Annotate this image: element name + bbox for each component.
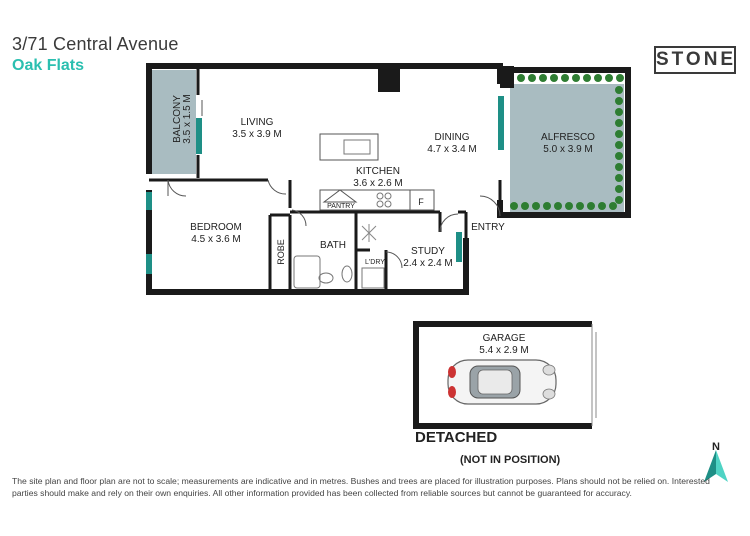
entry-label: ENTRY (471, 222, 505, 233)
balcony-label: BALCONY (172, 95, 183, 143)
sink-icon (343, 139, 371, 155)
property-suburb: Oak Flats (12, 57, 85, 74)
detached-label: DETACHED (415, 429, 498, 446)
laundry-tub-icon (361, 267, 385, 289)
pantry-label: PANTRY (327, 203, 355, 210)
hedge-bushes (510, 74, 624, 210)
alfresco-area (510, 84, 624, 212)
bedroom-label: BEDROOM (190, 222, 242, 233)
balcony-size: 3.5 x 1.5 M (182, 94, 193, 143)
study-size: 2.4 x 2.4 M (403, 258, 452, 269)
living-size: 3.5 x 3.9 M (232, 129, 281, 140)
dining-label: DINING (435, 132, 470, 143)
cooktop-icon (376, 192, 392, 208)
agency-logo: STONE (654, 46, 736, 74)
basin-icon (318, 272, 334, 284)
garage-plan (413, 321, 597, 429)
disclaimer-text: The site plan and floor plan are not to … (12, 476, 710, 498)
structural-column (378, 66, 400, 92)
car-icon (447, 359, 557, 405)
garage-label: GARAGE (483, 333, 526, 344)
pantry-door (322, 189, 358, 203)
north-label: N (712, 441, 720, 453)
alfresco-wall-block (500, 66, 514, 88)
kitchen-bench (319, 189, 435, 211)
dining-size: 4.7 x 3.4 M (427, 144, 476, 155)
north-arrow-icon (704, 450, 728, 482)
balcony-area (152, 70, 196, 174)
kitchen-label: KITCHEN (356, 166, 400, 177)
door-swings (167, 100, 501, 269)
study-label: STUDY (411, 246, 445, 257)
bath-label: BATH (320, 240, 346, 251)
fridge-label: F (418, 197, 424, 207)
kitchen-size: 3.6 x 2.6 M (353, 178, 402, 189)
kitchen-island (319, 133, 379, 161)
vanity-icon (293, 255, 321, 289)
windows (146, 96, 504, 274)
living-label: LIVING (241, 117, 274, 128)
interior-walls (149, 66, 502, 292)
toilet-icon (341, 265, 353, 283)
bedroom-size: 4.5 x 3.6 M (191, 234, 240, 245)
shower-icon (361, 224, 377, 242)
robe-label: ROBE (276, 239, 286, 265)
garage-size: 5.4 x 2.9 M (479, 345, 528, 356)
alfresco-label: ALFRESCO (541, 132, 595, 143)
property-address: 3/71 Central Avenue (12, 34, 179, 54)
laundry-label: L'DRY (365, 259, 385, 266)
not-in-position-label: (NOT IN POSITION) (460, 454, 561, 466)
alfresco-size: 5.0 x 3.9 M (543, 144, 592, 155)
